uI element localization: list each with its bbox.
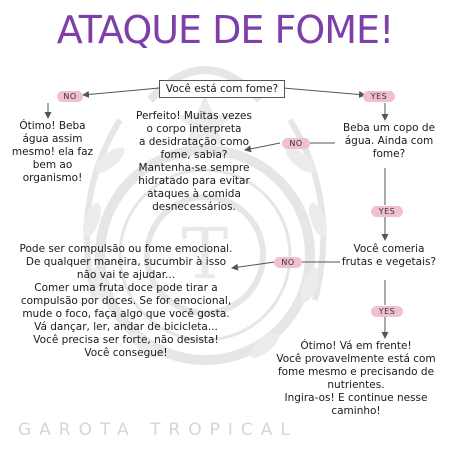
yes-label: YES bbox=[363, 91, 395, 102]
watermark-text: GAROTA TROPICAL bbox=[18, 420, 298, 440]
node-dehydration: Perfeito! Muitas vezes o corpo interpret… bbox=[135, 110, 252, 213]
svg-text:T: T bbox=[182, 213, 229, 295]
no-label: NO bbox=[57, 91, 83, 102]
start-question: Você está com fome? bbox=[159, 80, 285, 98]
yes-label: YES bbox=[371, 306, 403, 317]
node-compulsion: Pode ser compulsão ou fome emocional. De… bbox=[19, 243, 233, 359]
node-fruits-question: Você comeria frutas e vegetais? bbox=[341, 243, 437, 268]
no-label: NO bbox=[274, 257, 302, 268]
no-label: NO bbox=[282, 138, 310, 149]
yes-label: YES bbox=[371, 206, 403, 217]
node-not-hungry: Ótimo! Beba água assim mesmo! ela faz be… bbox=[11, 120, 94, 184]
node-drink-water: Beba um copo de água. Ainda com fome? bbox=[342, 122, 436, 160]
page-title: ATAQUE DE FOME! bbox=[56, 8, 395, 52]
node-great: Ótimo! Vá em frente! Você provavelmente … bbox=[276, 340, 436, 417]
